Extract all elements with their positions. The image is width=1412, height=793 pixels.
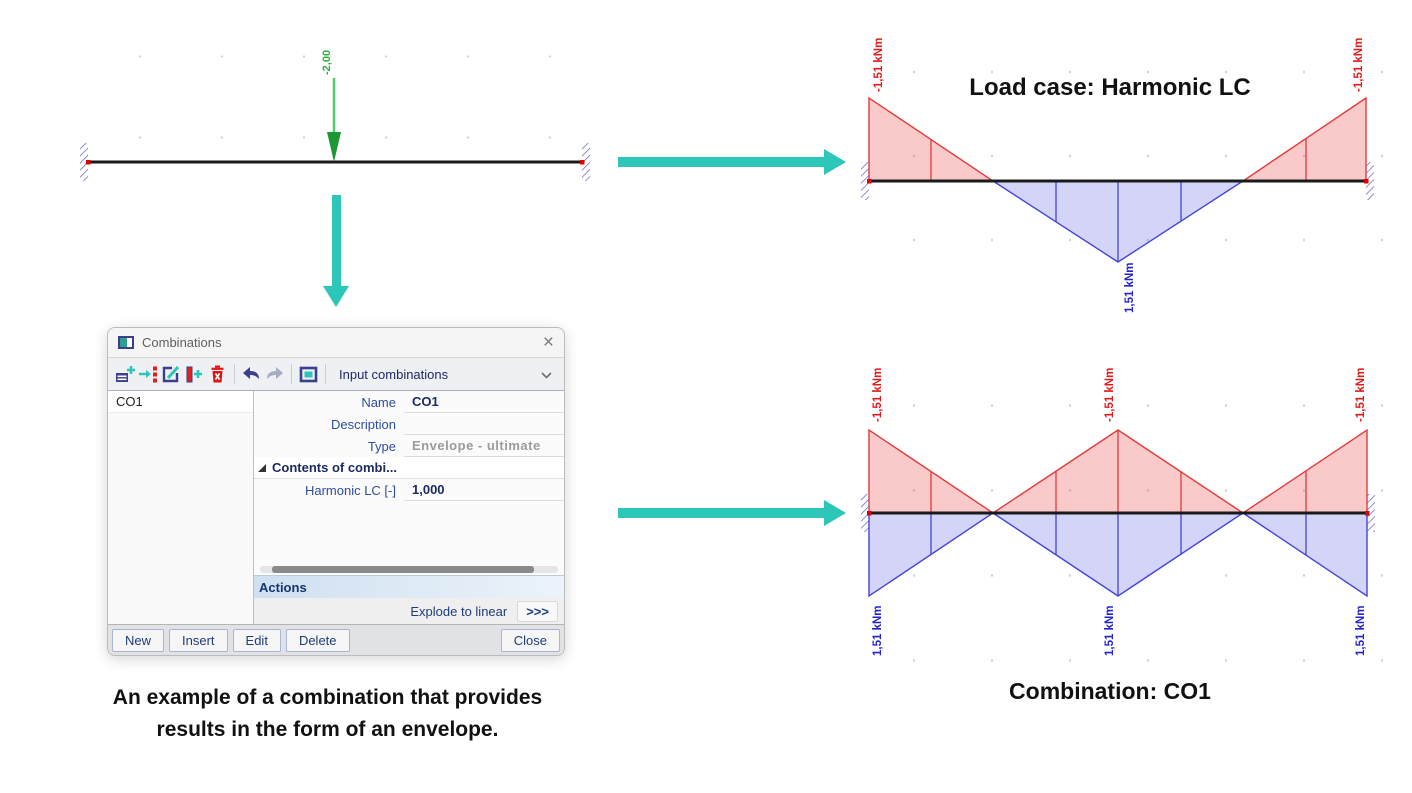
select-combinations-icon[interactable] (297, 363, 320, 385)
insert-combination-icon[interactable] (183, 363, 206, 385)
new-button[interactable]: New (112, 628, 165, 652)
negative-envelope-right (1240, 428, 1368, 514)
flow-arrow-right-top-head (824, 149, 846, 175)
edit-combination-icon[interactable] (160, 363, 183, 385)
dialog-button-row: New Insert Edit Delete Close (108, 624, 564, 655)
positive-envelope-right (1240, 512, 1368, 598)
beam-model-drawing: -2,00 (80, 50, 590, 181)
flow-arrow-right-mid (618, 500, 846, 526)
undo-icon[interactable] (240, 363, 263, 385)
scrollbar-thumb[interactable] (272, 565, 534, 573)
property-label: Name (361, 394, 396, 410)
loadcase-moment-drawing: -1,51 kNm -1,51 kNm 1,51 kNm (861, 38, 1374, 313)
flow-arrow-down-head (323, 286, 349, 307)
beam-node-right (580, 160, 585, 165)
moment-value-label: 1,51 kNm (872, 605, 884, 656)
explode-to-linear-button[interactable]: >>> (517, 600, 558, 622)
fixed-support-left (861, 494, 869, 532)
property-row: Harmonic LC [-] 1,000 (254, 479, 564, 501)
property-label: Description (330, 416, 396, 432)
dialog-title: Combinations (142, 335, 222, 350)
actions-header: Actions (254, 575, 564, 598)
redo-icon[interactable] (263, 363, 286, 385)
flow-arrow-right-mid-shaft (618, 508, 824, 518)
dialog-main: CO1 Name CO1 Description Type Envelope -… (108, 391, 564, 624)
figure-caption: An example of a combination that provide… (50, 682, 605, 746)
loadcase-diagram: -1,51 kNm -1,51 kNm 1,51 kNm (850, 10, 1412, 320)
beam-node-left (86, 160, 91, 165)
flow-arrow-down (323, 195, 349, 307)
collapse-triangle-icon (258, 463, 266, 472)
list-item[interactable]: CO1 (108, 391, 253, 413)
harmonic-lc-coefficient-field[interactable]: 1,000 (404, 479, 564, 501)
moment-value-label: -1,51 kNm (1353, 38, 1365, 92)
combinations-window-icon (118, 336, 134, 349)
close-button[interactable]: Close (500, 628, 560, 652)
flow-arrow-right-top-shaft (618, 157, 824, 167)
name-field[interactable]: CO1 (404, 391, 564, 413)
property-label: Harmonic LC [-] (304, 482, 396, 498)
flow-arrow-down-shaft (331, 195, 341, 286)
moment-value-label: -1,51 kNm (1104, 368, 1116, 422)
contents-group-header[interactable]: Contents of combi... (254, 457, 564, 479)
edit-button[interactable]: Edit (232, 628, 281, 652)
flow-arrow-right-top (618, 149, 846, 175)
combination-title: Combination: CO1 (1009, 678, 1211, 704)
fixed-support-left (861, 162, 869, 200)
description-field[interactable] (404, 413, 564, 435)
point-load-value: -2,00 (321, 50, 333, 75)
figure-caption-line1: An example of a combination that provide… (112, 686, 543, 709)
dialog-titlebar: Combinations × (108, 328, 564, 358)
group-header-label: Contents of combi... (272, 460, 397, 475)
delete-combination-icon[interactable] (206, 363, 229, 385)
combination-moment-drawing: -1,51 kNm -1,51 kNm -1,51 kNm 1,51 kNm 1… (861, 368, 1375, 656)
toolbar-separator (325, 364, 326, 384)
combination-diagram: -1,51 kNm -1,51 kNm -1,51 kNm 1,51 kNm 1… (850, 355, 1412, 670)
dialog-toolbar: Input combinations (108, 358, 564, 391)
beam-model-canvas: -2,00 (60, 20, 600, 210)
combinations-dialog: Combinations × (107, 327, 565, 656)
moment-value-label: 1,51 kNm (1124, 262, 1136, 313)
explode-row: Explode to linear >>> (254, 598, 564, 624)
horizontal-scrollbar (254, 563, 564, 575)
properties-empty-space (254, 501, 564, 563)
flow-arrow-right-mid-head (824, 500, 846, 526)
fixed-support-right (1367, 494, 1375, 532)
fixed-support-right (582, 143, 590, 181)
chevron-down-icon[interactable] (541, 367, 552, 382)
combination-type-dropdown[interactable]: Input combinations (339, 366, 449, 382)
negative-moment-right (1240, 96, 1367, 182)
moment-value-label: -1,51 kNm (873, 38, 885, 92)
fixed-support-right (1366, 162, 1374, 200)
moment-value-label: -1,51 kNm (872, 368, 884, 422)
properties-panel: Name CO1 Description Type Envelope - ult… (254, 391, 564, 624)
point-load-arrowhead (327, 132, 341, 162)
scrollbar-track[interactable] (260, 565, 558, 573)
remove-combination-icon[interactable] (137, 363, 160, 385)
close-icon[interactable]: × (542, 332, 554, 353)
type-field[interactable]: Envelope - ultimate (404, 435, 564, 457)
property-row: Description (254, 413, 564, 435)
toolbar-separator (291, 364, 292, 384)
moment-value-label: -1,51 kNm (1355, 368, 1367, 422)
property-row: Name CO1 (254, 391, 564, 413)
new-combination-icon[interactable] (114, 363, 137, 385)
delete-button[interactable]: Delete (285, 628, 350, 652)
explode-to-linear-label: Explode to linear (410, 603, 508, 619)
property-row: Type Envelope - ultimate (254, 435, 564, 457)
moment-value-label: 1,51 kNm (1104, 605, 1116, 656)
toolbar-separator (234, 364, 235, 384)
property-label: Type (367, 438, 396, 454)
figure-caption-line2: results in the form of an envelope. (156, 718, 499, 741)
fixed-support-left (80, 143, 88, 181)
combinations-list: CO1 (108, 391, 254, 624)
moment-value-label: 1,51 kNm (1355, 605, 1367, 656)
insert-button[interactable]: Insert (169, 628, 228, 652)
